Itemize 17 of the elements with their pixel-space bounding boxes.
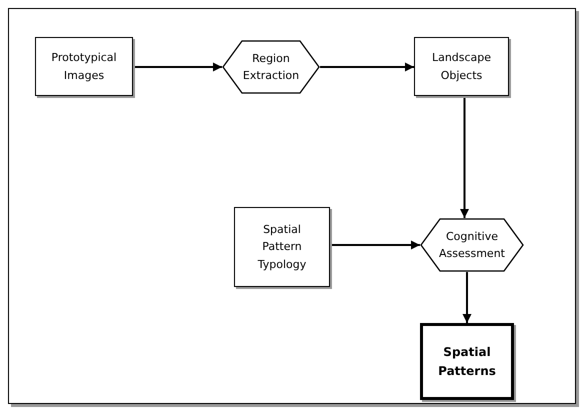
- process-box: [234, 207, 330, 287]
- result-box: [420, 323, 514, 400]
- process-box: [414, 37, 509, 96]
- node-label: Spatial Patterns: [437, 344, 497, 380]
- process-hexagon: [420, 218, 524, 272]
- node-label: Landscape Objects: [430, 50, 492, 84]
- arrow: [330, 240, 420, 250]
- arrow: [320, 62, 414, 72]
- arrow: [133, 62, 222, 72]
- process-box: [35, 37, 133, 96]
- arrow: [460, 96, 469, 218]
- node-label: Region Extraction: [242, 50, 300, 84]
- arrow: [462, 272, 472, 323]
- process-hexagon: [222, 40, 320, 94]
- node-label: Cognitive Assessment: [438, 228, 506, 262]
- node-label: Prototypical Images: [50, 50, 118, 84]
- node-label: Spatial Pattern Typology: [256, 222, 308, 273]
